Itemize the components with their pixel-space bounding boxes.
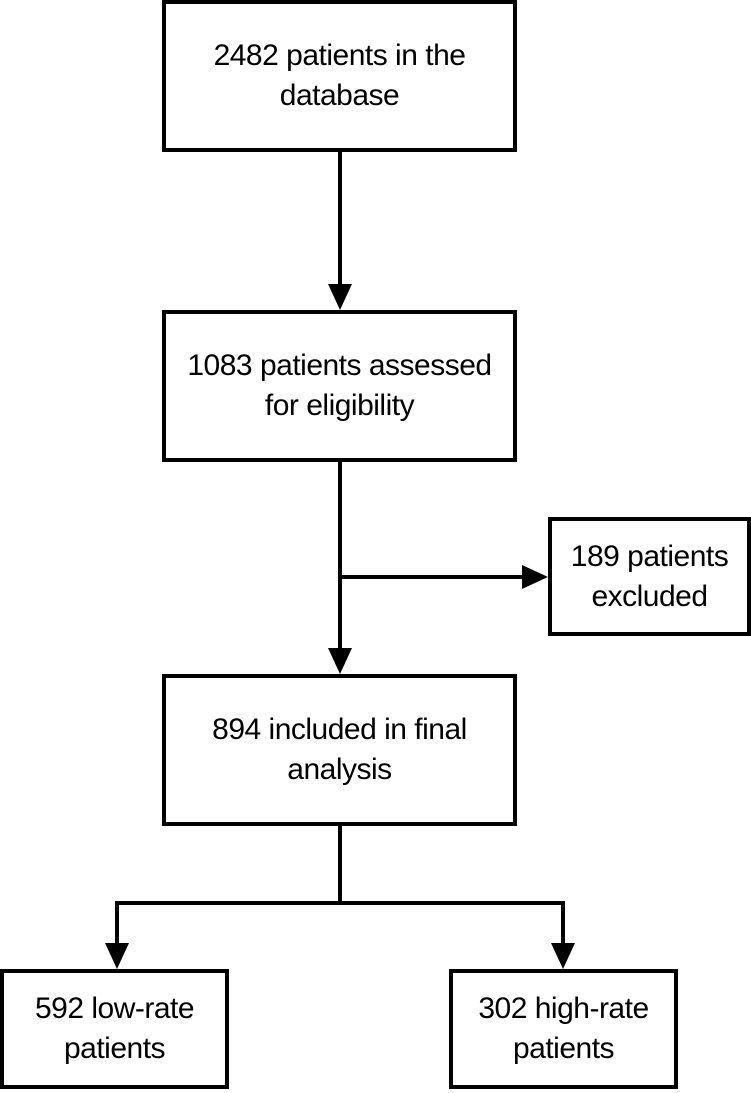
excluded-label: 189 patients excluded	[570, 539, 729, 613]
low-rate-box: 592 low-rate patients	[0, 969, 229, 1089]
database-label: 2482 patients in the database	[213, 39, 466, 112]
arrowhead-right-excluded	[522, 565, 548, 589]
low-rate-label: 592 low-rate patients	[34, 992, 195, 1065]
high-rate-box: 302 high-rate patients	[449, 969, 678, 1089]
arrowhead-down-lowrate	[105, 943, 129, 969]
included-label: 894 included in final analysis	[212, 713, 467, 786]
included-box: 894 included in final analysis	[162, 674, 517, 826]
assessed-label: 1083 patients assessed for eligibility	[187, 349, 492, 422]
assessed-box: 1083 patients assessed for eligibility	[162, 310, 517, 462]
arrowhead-down-included	[328, 648, 352, 674]
arrowhead-down-assessed	[328, 284, 352, 310]
excluded-box: 189 patients excluded	[548, 517, 751, 636]
high-rate-label: 302 high-rate patients	[478, 992, 649, 1065]
database-box: 2482 patients in the database	[162, 0, 517, 152]
arrowhead-down-highrate	[551, 943, 575, 969]
